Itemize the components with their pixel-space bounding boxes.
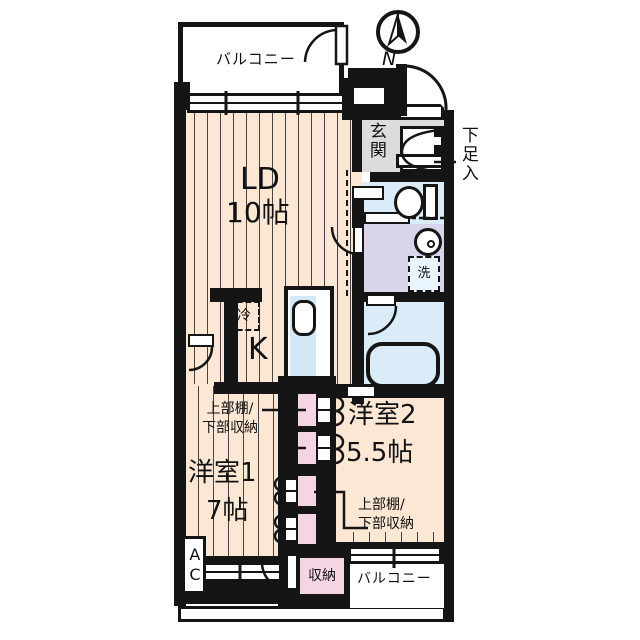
kitchen-label: K xyxy=(248,332,268,367)
wall-bath-top xyxy=(358,292,446,302)
b2-storage-door-2-split xyxy=(316,447,332,449)
ld-size-label: 10帖 xyxy=(226,196,290,229)
storage-note-bottom: 上部棚/ 下部収納 xyxy=(358,496,414,534)
bedroom1-size-label: 7帖 xyxy=(206,496,249,526)
ac-label: AC xyxy=(185,545,205,585)
b2-storage-cabinet-1 xyxy=(298,394,316,426)
genkan-label: 玄関 xyxy=(365,122,386,160)
toilet-bowl-icon xyxy=(394,186,424,219)
wall-washroom-left-upper xyxy=(352,200,364,228)
wall-right xyxy=(444,110,454,622)
b2-storage-door-1-split xyxy=(316,409,332,411)
window-b1-south-midline xyxy=(204,571,280,573)
storage-note-bottom-line1: 上部棚/ xyxy=(358,497,405,513)
b1-storage-cabinet-2 xyxy=(298,514,316,544)
washbasin-drain-icon xyxy=(427,240,435,248)
wall-washroom-left-lower xyxy=(352,252,364,404)
ld-b1-door-leaf xyxy=(188,334,214,347)
b2-storage-cabinet-2 xyxy=(298,432,316,464)
ac-box: AC xyxy=(182,536,206,594)
wall-kitchen-top xyxy=(210,288,262,302)
b1-storage-door-1-split xyxy=(284,490,298,492)
ld-name-label: LD xyxy=(240,162,280,197)
b1-door-leaf xyxy=(286,554,298,590)
bath-door-leaf xyxy=(366,294,396,306)
shoe-cabinet-counter xyxy=(396,154,444,168)
bedroom2-name-label: 洋室2 xyxy=(348,400,417,430)
closet-box: 収納 xyxy=(300,558,344,594)
shoe-cabinet-hinge-top xyxy=(434,128,444,137)
window-b2-south-midline xyxy=(350,554,440,556)
entry-meter-notch xyxy=(354,88,384,104)
kitchen-sink-icon xyxy=(292,300,316,336)
building-base-strip xyxy=(178,606,446,622)
washroom-door-leaf xyxy=(353,226,364,254)
storage-note-top-line2: 下部収納 xyxy=(202,419,258,436)
wall-toilet-top xyxy=(370,172,446,182)
toilet-tank-icon xyxy=(423,184,438,220)
washer-label: 洗 xyxy=(417,266,431,282)
washer-box: 洗 xyxy=(408,256,440,292)
compass-icon xyxy=(376,10,420,54)
b1-storage-door-2-split xyxy=(284,528,298,530)
shoe-storage-label: 下足入 xyxy=(457,126,478,183)
balcony-top-label: バルコニー xyxy=(216,50,296,68)
b1-storage-cabinet-1 xyxy=(298,476,316,506)
storage-note-top: 上部棚/ 下部収納 xyxy=(202,400,258,438)
shoe-cabinet-hinge-bottom xyxy=(434,145,444,154)
wall-ld-b1 xyxy=(214,382,280,394)
living-dining-floor xyxy=(182,108,362,400)
balcony-bottom-label: バルコニー xyxy=(357,571,432,587)
wall-genkan-left xyxy=(352,112,362,172)
bedroom1-name-label: 洋室1 xyxy=(188,458,257,488)
closet-label: 収納 xyxy=(308,567,336,584)
bedroom2-sliding-door xyxy=(346,385,376,398)
bedroom2-size-label: 5.5帖 xyxy=(346,438,414,468)
window-ld-north-midline xyxy=(189,102,343,104)
storage-note-top-line1: 上部棚/ xyxy=(206,401,254,417)
storage-note-bottom-line2: 下部収納 xyxy=(358,515,414,532)
genkan-step xyxy=(352,186,384,200)
fridge-box: 冷 xyxy=(228,301,260,331)
entry-porch-step xyxy=(398,104,444,120)
wall-left xyxy=(174,90,186,606)
fridge-label: 冷 xyxy=(237,307,251,324)
compass-label: N xyxy=(382,48,397,70)
bathtub-icon xyxy=(366,342,440,388)
